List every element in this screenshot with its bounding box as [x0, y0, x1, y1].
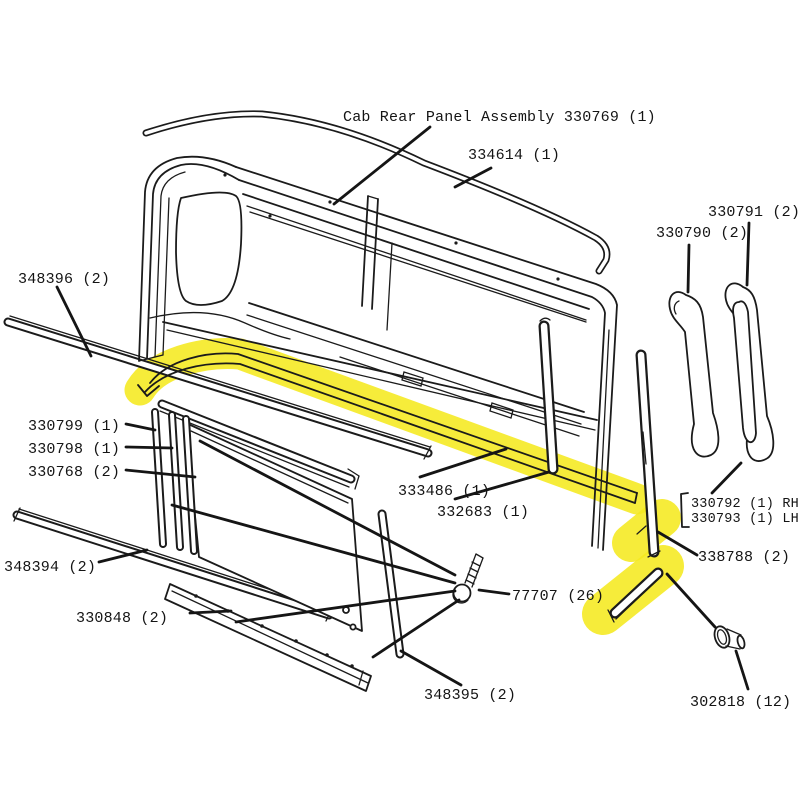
- leader-77707-label: [477, 588, 511, 596]
- part-roof-rail-drawing: [142, 110, 611, 275]
- leader-77707-b: [170, 503, 457, 585]
- rh-lh-bracket: [680, 492, 690, 528]
- part-screw-77707-drawing: [452, 553, 484, 604]
- part-label-333486: 333486 (1): [398, 483, 490, 500]
- leader-348396: [55, 285, 93, 358]
- leader-338788: [656, 530, 699, 557]
- part-label-330790: 330790 (2): [656, 225, 748, 242]
- part-label-77707: 77707 (26): [512, 588, 604, 605]
- part-label-330791: 330791 (2): [708, 204, 800, 221]
- part-label-348396: 348396 (2): [18, 271, 110, 288]
- part-label-330769-assembly: Cab Rear Panel Assembly 330769 (1): [343, 109, 656, 126]
- part-label-332683: 332683 (1): [437, 504, 529, 521]
- part-label-330848: 330848 (2): [76, 610, 168, 627]
- part-label-334614: 334614 (1): [468, 147, 560, 164]
- part-corner-post-338788-drawing: [607, 349, 664, 623]
- part-rivet-302818-drawing: [713, 625, 746, 650]
- part-label-302818: 302818 (12): [690, 694, 791, 711]
- leader-332683: [453, 470, 551, 501]
- part-label-348395: 348395 (2): [424, 687, 516, 704]
- part-seal-drawing: [137, 352, 638, 504]
- part-labels: Cab Rear Panel Assembly 330769 (1) 33461…: [4, 109, 800, 711]
- part-cab-rear-panel-drawing: [138, 155, 618, 551]
- part-glass-run-332683-drawing: [538, 317, 559, 475]
- leader-330848: [188, 609, 233, 615]
- leader-333486: [418, 447, 508, 479]
- leader-348394: [97, 548, 149, 564]
- part-seal-loops-drawing: [668, 282, 775, 462]
- part-label-330798: 330798 (1): [28, 441, 120, 458]
- part-label-330768: 330768 (2): [28, 464, 120, 481]
- part-label-330793-lh: 330793 (1) LH: [691, 512, 799, 527]
- part-label-330799: 330799 (1): [28, 418, 120, 435]
- leader-77707-a: [198, 439, 457, 577]
- leader-330792-330793: [710, 461, 743, 495]
- leader-330768: [124, 468, 197, 479]
- part-label-338788: 338788 (2): [698, 549, 790, 566]
- leader-330799: [124, 422, 157, 432]
- leader-302818-b: [734, 649, 750, 691]
- leader-348395: [399, 649, 463, 687]
- part-rail-348396-drawing: [3, 315, 433, 460]
- part-label-348394: 348394 (2): [4, 559, 96, 576]
- leader-77707-d: [371, 598, 461, 659]
- leader-330791: [745, 221, 751, 287]
- part-lower-window-drawing: [151, 399, 405, 659]
- part-label-330792-rh: 330792 (1) RH: [691, 497, 799, 512]
- leader-77707-c: [234, 589, 457, 624]
- leader-302818-a: [665, 572, 717, 629]
- leader-330790: [686, 243, 691, 294]
- leader-lines: [55, 125, 751, 691]
- leader-334614: [453, 166, 493, 189]
- leader-330769: [332, 125, 432, 206]
- leader-330798: [124, 445, 174, 450]
